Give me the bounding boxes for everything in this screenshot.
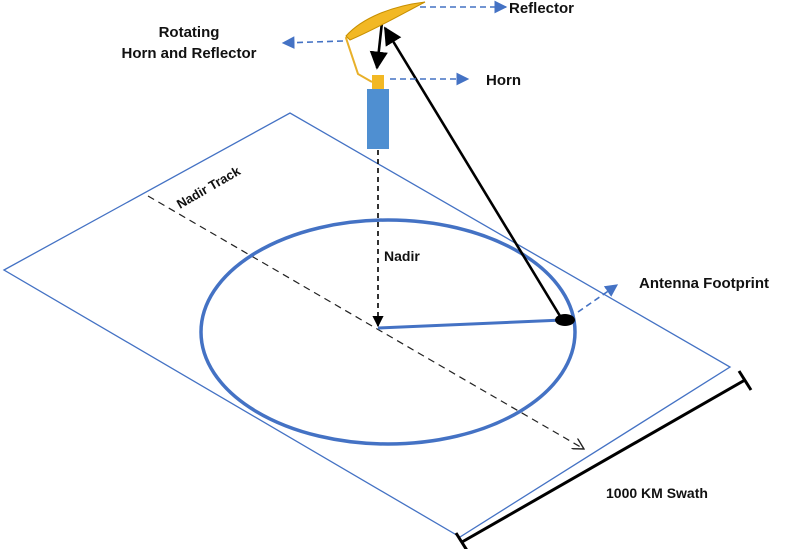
rotating-label-line2: Horn and Reflector: [121, 45, 256, 62]
reflector-dish: [345, 1, 426, 41]
horn-label: Horn: [486, 72, 521, 89]
scan-radius-line: [377, 318, 564, 330]
rotating-label-line1: Rotating: [159, 24, 220, 41]
reflector-label: Reflector: [509, 0, 574, 17]
swath-plane: [2, 112, 732, 538]
satellite-body: [367, 89, 389, 149]
rotating-callout-arrow: [281, 36, 344, 50]
swath-dimension-line: [461, 378, 746, 544]
antenna-footprint-label: Antenna Footprint: [639, 275, 769, 292]
swath-label: 1000 KM Swath: [606, 485, 708, 501]
line-of-sight-arrow: [383, 26, 562, 317]
reflector-to-horn-arrow: [369, 21, 388, 70]
antenna-footprint-spot: [555, 314, 575, 326]
horn-feed: [372, 75, 384, 89]
scan-circle: [199, 218, 577, 446]
swath-end-tick-top: [737, 370, 753, 391]
nadir-label: Nadir: [384, 248, 420, 264]
nadir-track-line: [147, 195, 584, 449]
nadir-track-label: Nadir Track: [174, 163, 243, 212]
footprint-callout-arrow: [577, 284, 619, 313]
